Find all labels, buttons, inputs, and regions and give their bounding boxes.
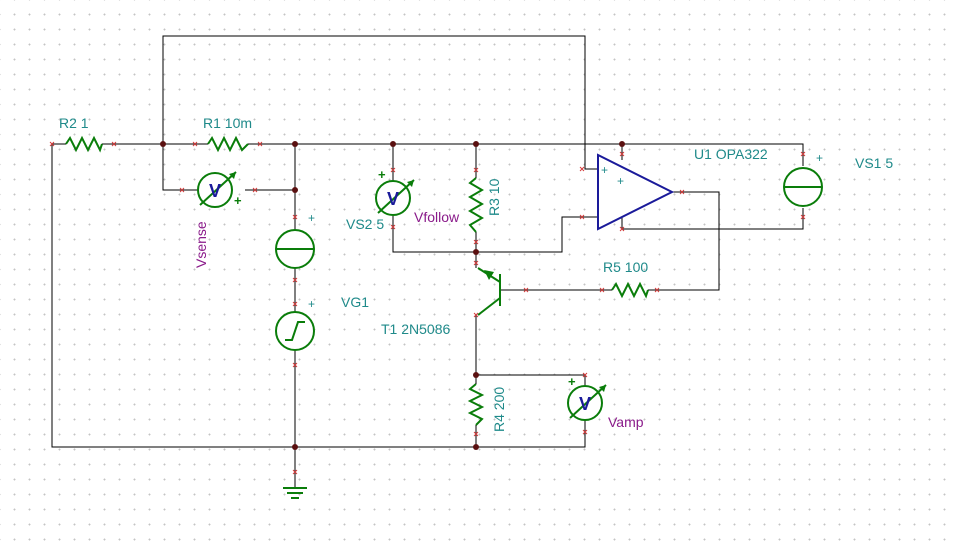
label-u1: U1 OPA322 [694,146,768,162]
pin-mark [582,429,588,435]
wire-top-rail [52,143,804,166]
pin-mark [292,277,298,283]
pin-mark [49,141,55,147]
wire-inverting-input [476,216,598,253]
voltage-source-vg1-dc[interactable] [275,229,315,269]
wires [51,35,804,488]
wire-feedback-top [162,35,598,170]
component-labels: R2 1 R1 10m R5 100 U1 OPA322 VS1 5 VS2 5… [59,115,893,432]
pin-mark [473,312,479,318]
resistor-r4[interactable] [467,383,485,426]
label-r2: R2 1 [59,115,89,131]
pin-mark [473,167,479,173]
pin-mark [679,189,685,195]
pin-mark [390,224,396,230]
label-vs2: VS2 5 [346,216,384,232]
junction-dot [390,141,396,147]
pin-mark [579,214,585,220]
polarity-marks: + + + + + + + + [234,151,823,389]
label-vg1: VG1 [341,294,369,310]
voltmeter-vsense[interactable]: V [197,171,237,208]
pin-mark [579,166,585,172]
resistor-r3[interactable] [468,177,484,233]
voltmeter-vamp[interactable]: V [567,384,607,421]
label-vamp: Vamp [608,414,644,430]
plus-mark: + [601,163,608,177]
pin-mark [582,372,588,378]
plus-mark: + [308,211,315,225]
pin-mark [111,141,117,147]
label-r3: R3 10 [486,178,502,216]
pin-mark [257,141,263,147]
junction-dot [473,444,479,450]
plus-mark: + [378,167,386,182]
pin-mark [292,214,298,220]
pin-mark [654,287,660,293]
pin-mark [473,431,479,437]
voltmeter-vs2[interactable]: V [375,179,415,216]
ground-symbol-icon [283,487,307,499]
junctions [160,141,625,450]
pin-mark [390,167,396,173]
resistor-r5[interactable] [611,281,649,299]
transistor-t1[interactable] [477,267,501,316]
pin-mark [800,151,806,157]
voltage-source-vs1[interactable] [783,167,823,207]
wire-vs2 [392,144,476,253]
junction-dot [473,141,479,147]
plus-mark: + [308,297,315,311]
pin-mark [473,260,479,266]
step-waveform-icon [285,321,305,341]
wire-left-bottom [51,144,586,448]
junction-dot [160,141,166,147]
opamp-u1[interactable] [597,153,675,231]
pin-mark [619,151,625,157]
voltmeter-letter: V [579,394,591,414]
pin-mark [292,469,298,475]
label-vfollow: Vfollow [414,209,460,225]
label-vs1: VS1 5 [855,155,893,171]
junction-dot [292,444,298,450]
label-vsense: Vsense [193,221,209,268]
junction-dot [473,372,479,378]
plus-mark: + [568,374,576,389]
pin-mark [473,239,479,245]
pin-mark [192,141,198,147]
pin-mark [800,214,806,220]
pin-mark [179,187,185,193]
wire-opamp-output [648,191,720,291]
pin-marks [49,141,806,475]
pin-mark [619,226,625,232]
junction-dot [292,141,298,147]
junction-dot [619,141,625,147]
junction-dot [473,249,479,255]
resistor-r1[interactable] [207,135,249,153]
pin-mark [292,362,298,368]
pin-mark [252,187,258,193]
pin-mark [523,287,529,293]
junction-dot [292,187,298,193]
plus-mark: + [234,193,242,208]
pin-mark [599,287,605,293]
signal-generator-vg1[interactable] [275,311,315,351]
pin-mark [292,301,298,307]
emitter-arrow-icon [484,270,494,280]
wire-vsense [162,144,295,191]
voltmeter-letter: V [209,181,221,201]
voltmeter-letter: V [387,189,399,209]
label-t1: T1 2N5086 [381,321,450,337]
resistor-r2[interactable] [65,135,103,153]
label-r1: R1 10m [203,115,252,131]
label-r5: R5 100 [603,259,648,275]
plus-mark: + [617,174,624,188]
label-r4: R4 200 [491,387,507,432]
plus-mark: + [816,151,823,165]
